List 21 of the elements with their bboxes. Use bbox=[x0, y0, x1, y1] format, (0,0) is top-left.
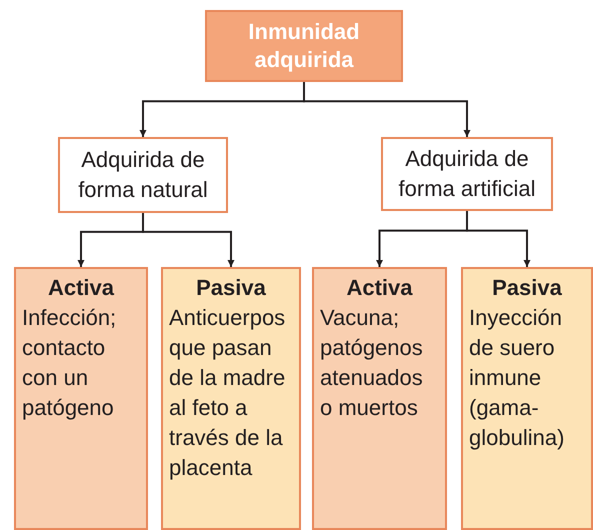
type-description: Inyección de suero inmune (gama-globulina) bbox=[469, 304, 566, 452]
category-label: Adquirida de forma artificial bbox=[398, 145, 536, 203]
type-description: Anticuerpos que pasan de la madre al feto a través de la placenta bbox=[169, 304, 286, 482]
arrow bbox=[466, 211, 530, 267]
category-box bbox=[58, 137, 228, 213]
type-box bbox=[161, 267, 301, 530]
type-box bbox=[461, 267, 593, 530]
type-description: Vacuna; patógenos atenuados o muertos bbox=[320, 304, 424, 422]
type-box bbox=[312, 267, 447, 530]
title-box bbox=[205, 10, 403, 82]
title: Inmunidad adquirida bbox=[247, 18, 361, 74]
arrow bbox=[142, 213, 234, 267]
category-label: Adquirida de forma natural bbox=[77, 146, 209, 204]
type-heading: Pasiva bbox=[195, 274, 267, 302]
type-heading: Pasiva bbox=[491, 274, 563, 302]
type-box bbox=[14, 267, 148, 530]
type-heading: Activa bbox=[345, 274, 414, 302]
type-description: Infección; contacto con un patógeno bbox=[22, 304, 118, 422]
type-heading: Activa bbox=[46, 274, 116, 302]
category-box bbox=[381, 137, 553, 211]
arrow bbox=[303, 82, 470, 137]
